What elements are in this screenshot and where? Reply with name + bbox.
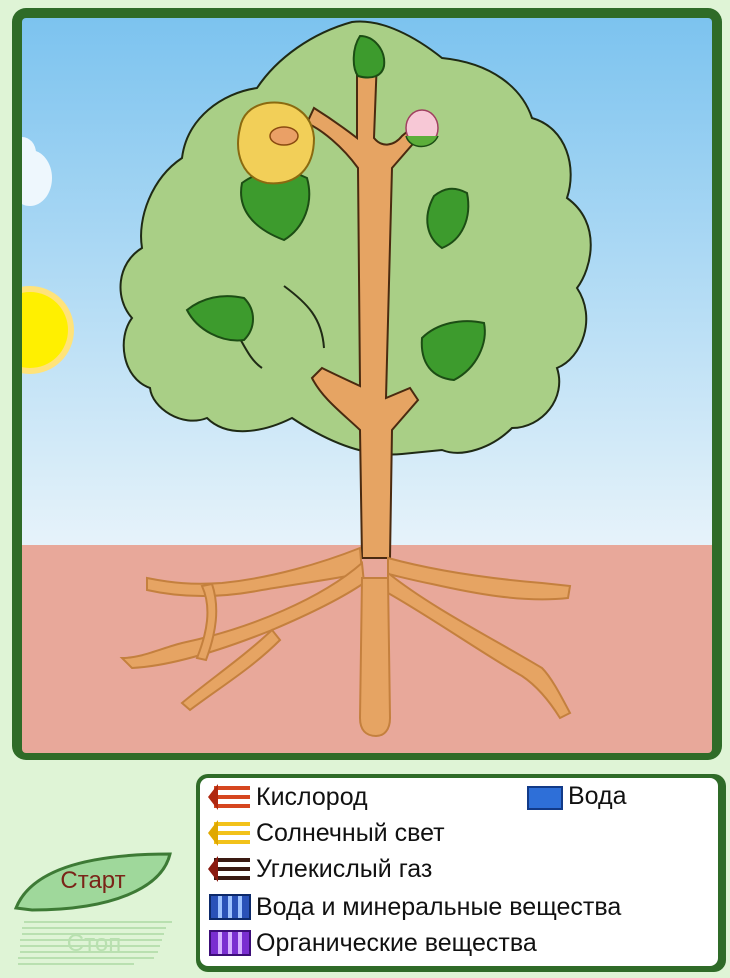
tree-scene xyxy=(22,18,712,753)
legend-item-sunlight: Солнечный свет xyxy=(208,818,445,848)
legend-label: Вода и минеральные вещества xyxy=(256,893,621,922)
blue-square-icon xyxy=(526,783,564,811)
legend-label: Кислород xyxy=(256,783,368,812)
scene-frame xyxy=(12,8,722,760)
legend-item-oxygen: Кислород xyxy=(208,782,368,812)
legend-panel: Кислород Вода Солнечный свет xyxy=(196,774,726,972)
legend-item-water-minerals: Вода и минеральные вещества xyxy=(208,892,621,922)
legend-item-organic: Органические вещества xyxy=(208,928,537,958)
start-button[interactable]: Старт xyxy=(12,848,174,914)
legend-label: Солнечный свет xyxy=(256,819,445,848)
blue-striped-bar-icon xyxy=(208,892,252,922)
legend-item-co2: Углекислый газ xyxy=(208,854,432,884)
yellow-arrows-icon xyxy=(208,818,252,848)
legend-item-water: Вода xyxy=(526,782,627,811)
red-arrows-icon xyxy=(208,782,252,812)
purple-striped-bar-icon xyxy=(208,928,252,958)
legend-label: Углекислый газ xyxy=(256,855,432,884)
stop-button-label: Стоп xyxy=(14,916,174,972)
dark-arrows-icon xyxy=(208,854,252,884)
fruit-icon xyxy=(238,103,314,184)
legend-label: Вода xyxy=(568,782,627,811)
start-button-label: Старт xyxy=(12,848,174,914)
flower-icon xyxy=(406,110,438,147)
tree-illustration xyxy=(22,18,712,753)
legend-label: Органические вещества xyxy=(256,929,537,958)
stop-button[interactable]: Стоп xyxy=(14,916,174,972)
